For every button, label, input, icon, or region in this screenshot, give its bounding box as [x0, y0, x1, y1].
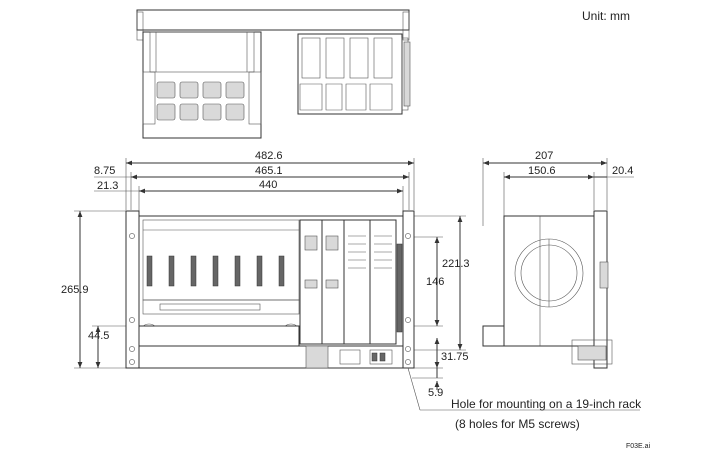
height-146: 146 [426, 276, 444, 288]
width-440: 440 [259, 179, 277, 191]
depth-20-4: 20.4 [612, 165, 633, 177]
side-view: 207 150.6 20.4 [482, 150, 634, 369]
width-465-1: 465.1 [255, 165, 283, 177]
gap-31-75: 31.75 [441, 351, 469, 363]
front-view-dimensions: 482.6 465.1 440 8.75 21.3 265.9 44.5 221… [61, 150, 470, 399]
height-221-3: 221.3 [442, 258, 470, 270]
depth-207: 207 [535, 150, 553, 162]
unit-label: Unit: mm [582, 9, 630, 23]
io-slot-row [146, 255, 285, 287]
height-265-9: 265.9 [61, 284, 89, 296]
hole-note-line-2: (8 holes for M5 screws) [455, 417, 580, 431]
hole-note-line-1: Hole for mounting on a 19-inch rack [451, 397, 642, 411]
offset-8-75: 8.75 [94, 165, 115, 177]
hole-offset-5-9: 5.9 [428, 387, 443, 399]
top-view-connectors [156, 81, 245, 121]
offset-21-3: 21.3 [97, 180, 118, 192]
top-view [136, 9, 411, 139]
height-44-5: 44.5 [88, 330, 109, 342]
footer-code: F03E.ai [626, 443, 651, 450]
hole-callout: Hole for mounting on a 19-inch rack (8 h… [407, 367, 642, 431]
depth-150-6: 150.6 [528, 165, 556, 177]
width-482-6: 482.6 [255, 150, 283, 162]
front-view [125, 210, 415, 369]
